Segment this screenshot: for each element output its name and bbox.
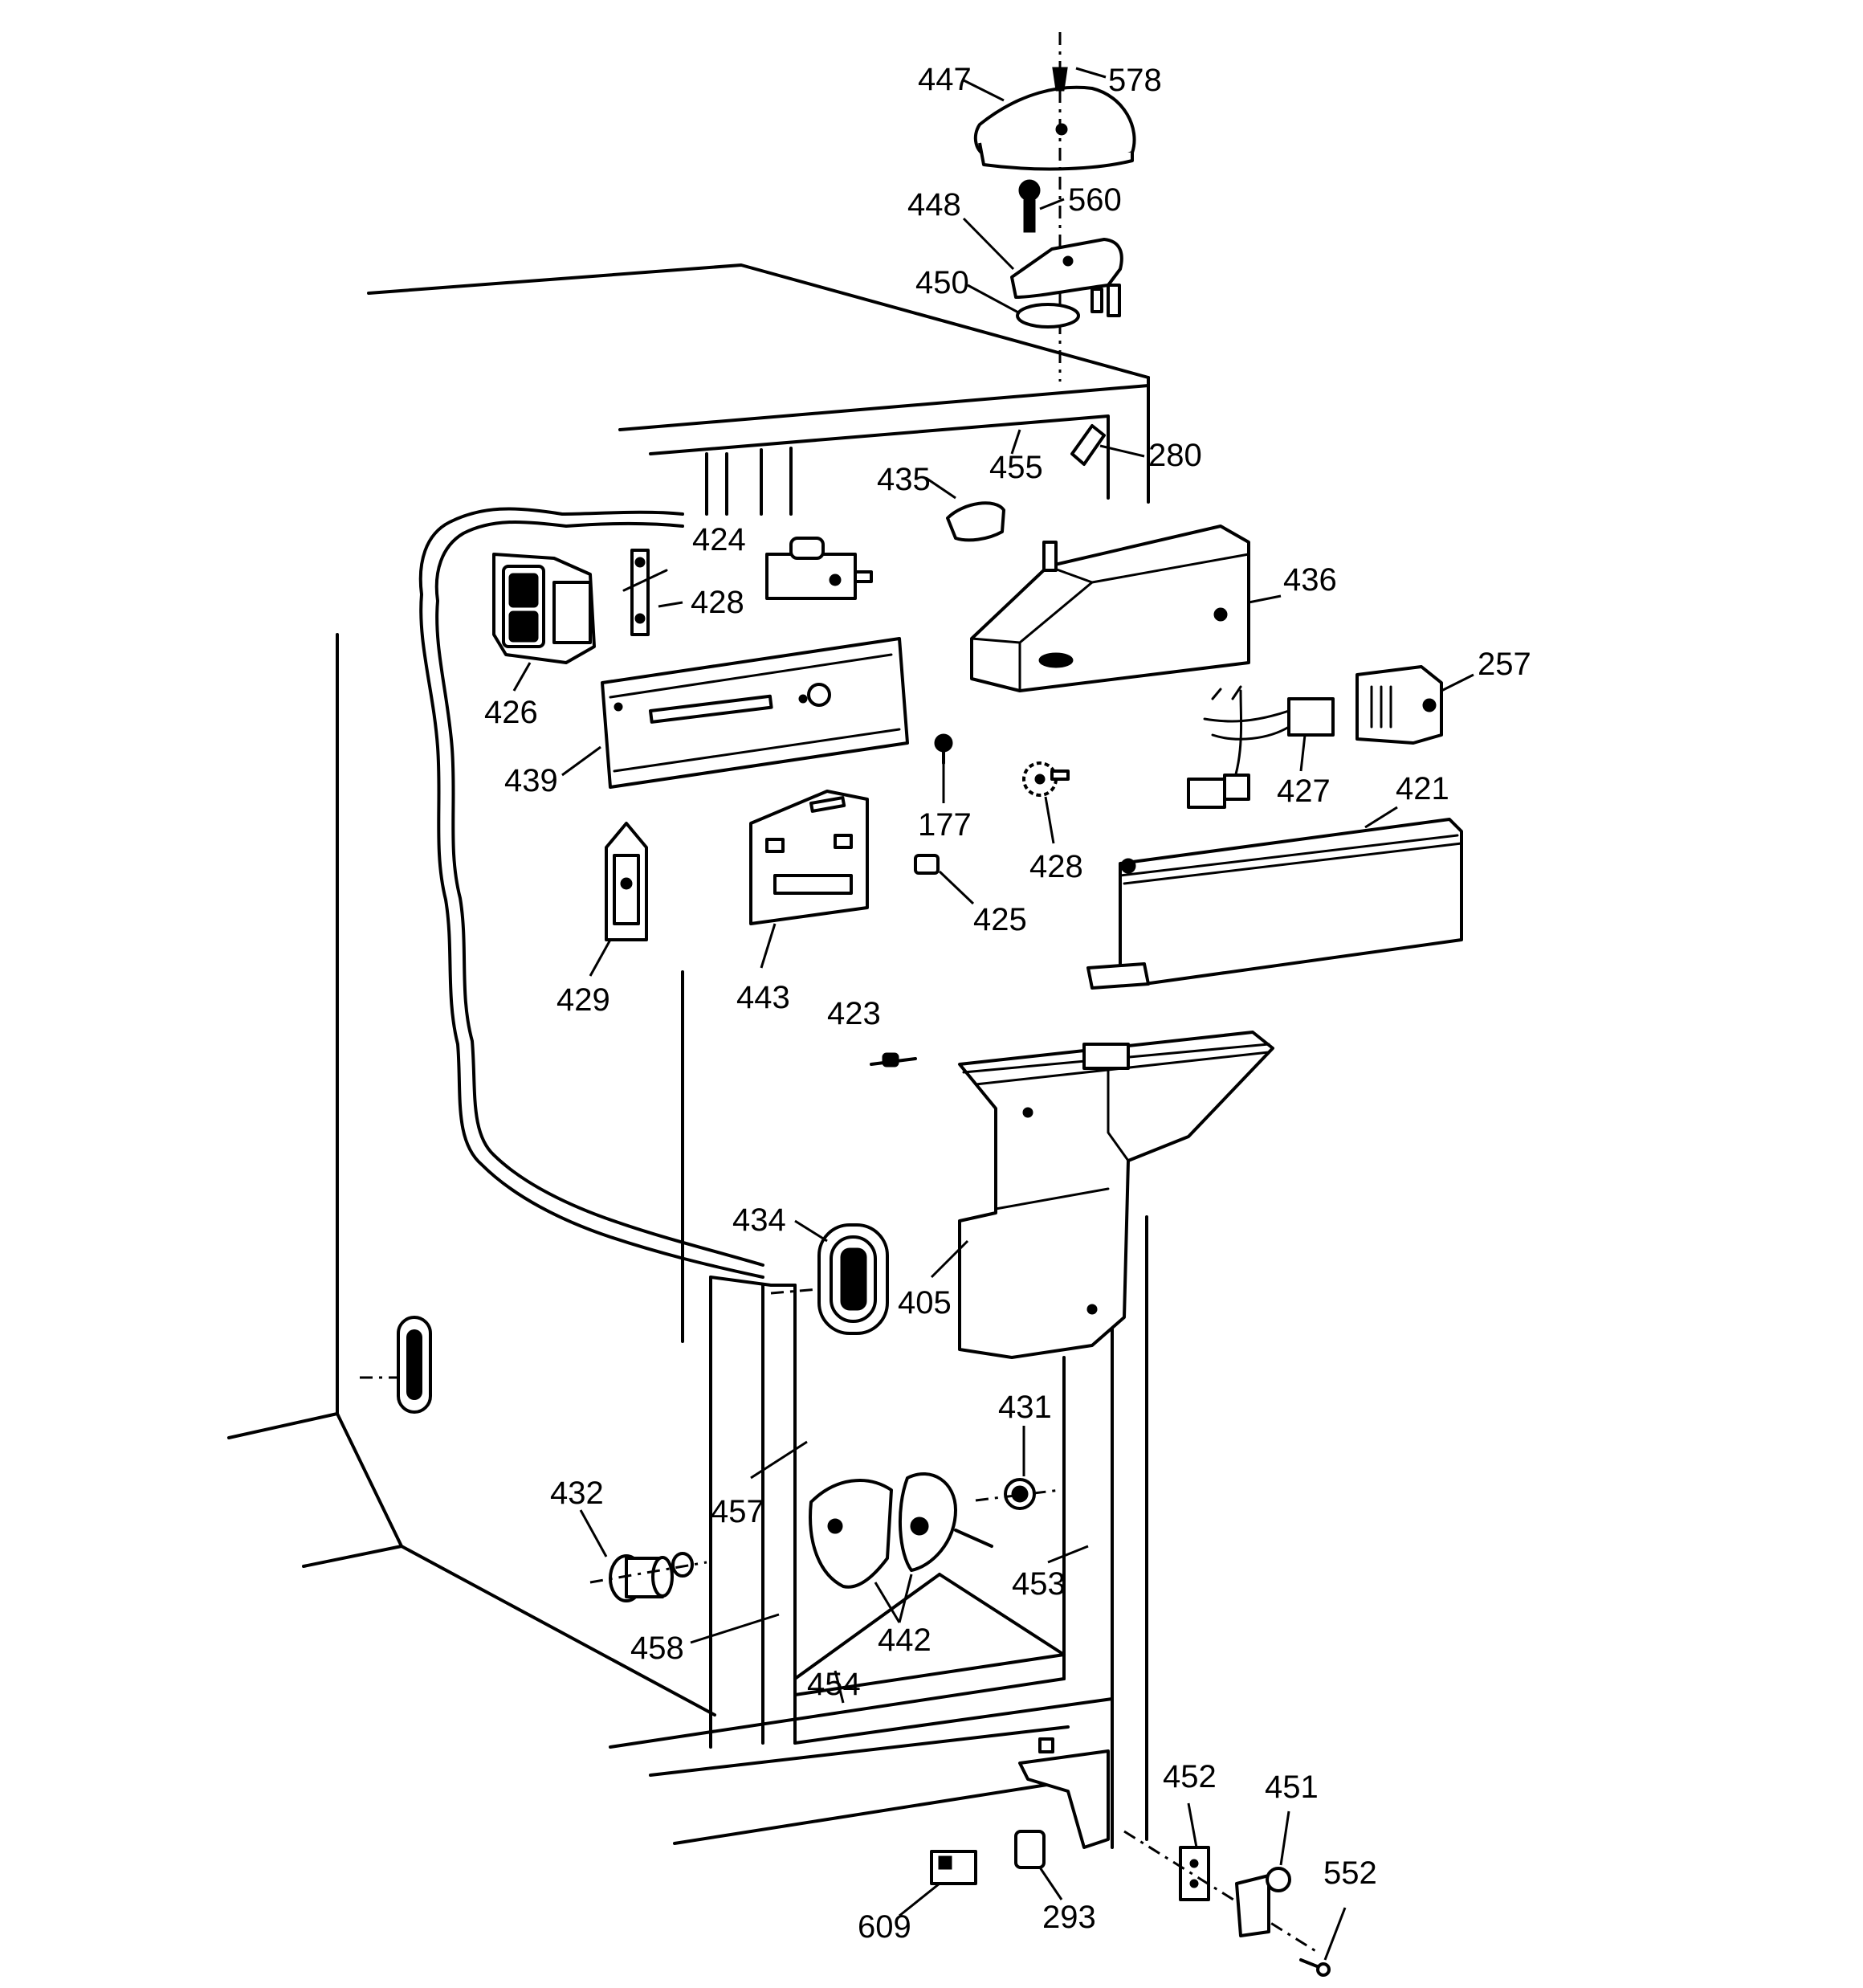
leader-lines <box>512 67 1474 1961</box>
clip-435 <box>946 501 1005 542</box>
callout-427: 427 <box>1277 774 1331 809</box>
screw-177 <box>934 733 953 765</box>
shim-450 <box>1016 303 1080 329</box>
callout-405: 405 <box>898 1285 952 1321</box>
callout-448: 448 <box>907 187 961 222</box>
callout-439: 439 <box>504 763 558 798</box>
callout-434: 434 <box>732 1202 786 1238</box>
pin-280 <box>1070 424 1106 466</box>
plate-439 <box>601 637 909 789</box>
screw-560 <box>1018 179 1041 233</box>
cap-447 <box>973 85 1136 171</box>
bracket-428-upper <box>622 549 668 636</box>
callout-431: 431 <box>998 1390 1052 1425</box>
timer-257 <box>1355 665 1443 745</box>
callout-436: 436 <box>1283 562 1337 598</box>
module-426 <box>492 553 596 664</box>
rail-421 <box>1086 818 1463 990</box>
callout-609: 609 <box>858 1909 911 1945</box>
grille-434 <box>770 1223 889 1335</box>
cabinet-outline <box>227 263 1150 1849</box>
callout-450: 450 <box>915 265 969 300</box>
control-442 <box>809 1472 993 1589</box>
callout-labels: 447 578 560 448 450 280 455 435 424 428 … <box>484 62 1531 1945</box>
callout-426: 426 <box>484 695 538 730</box>
bracket-451 <box>1235 1867 1291 1937</box>
callout-452: 452 <box>1163 1759 1217 1794</box>
screw-578 <box>1052 32 1068 382</box>
housing-436 <box>970 525 1250 692</box>
hinge-448 <box>1010 238 1123 317</box>
callout-425: 425 <box>973 902 1027 937</box>
thermistor-423 <box>870 1052 917 1067</box>
callout-560: 560 <box>1068 182 1122 218</box>
connector-609 <box>930 1850 977 1885</box>
callout-428-lower: 428 <box>1029 849 1083 884</box>
gear-428-lower <box>1022 761 1070 797</box>
callout-453: 453 <box>1012 1566 1066 1602</box>
callout-423: 423 <box>827 996 881 1031</box>
callout-455: 455 <box>989 450 1043 485</box>
callout-421: 421 <box>1396 771 1449 806</box>
callout-457: 457 <box>711 1494 764 1529</box>
callout-424: 424 <box>692 522 746 557</box>
bracket-429 <box>605 822 648 941</box>
bushing-432 <box>589 1552 707 1602</box>
callout-578: 578 <box>1108 63 1162 98</box>
block-425 <box>914 854 940 875</box>
callout-429: 429 <box>556 982 610 1018</box>
duct-405 <box>958 1031 1274 1359</box>
callout-428-upper: 428 <box>691 585 744 620</box>
callout-451: 451 <box>1265 1770 1319 1805</box>
callout-293: 293 <box>1042 1900 1096 1935</box>
clip-293 <box>1014 1830 1046 1869</box>
callout-454: 454 <box>807 1667 861 1702</box>
callout-432: 432 <box>550 1476 604 1511</box>
callout-447: 447 <box>918 62 972 97</box>
callout-435: 435 <box>877 462 931 497</box>
switch-424 <box>765 537 873 600</box>
knob-431 <box>975 1478 1061 1510</box>
callout-177: 177 <box>918 807 972 843</box>
bracket-443 <box>749 790 869 925</box>
callout-458: 458 <box>630 1631 684 1666</box>
callout-280: 280 <box>1148 438 1202 473</box>
harness-427 <box>1187 685 1335 809</box>
screw-552 <box>1299 1958 1331 1977</box>
callout-552: 552 <box>1323 1855 1377 1891</box>
plate-452 <box>1123 1830 1318 1953</box>
callout-443: 443 <box>736 980 790 1015</box>
callout-442: 442 <box>878 1623 932 1658</box>
callout-257: 257 <box>1478 647 1531 682</box>
